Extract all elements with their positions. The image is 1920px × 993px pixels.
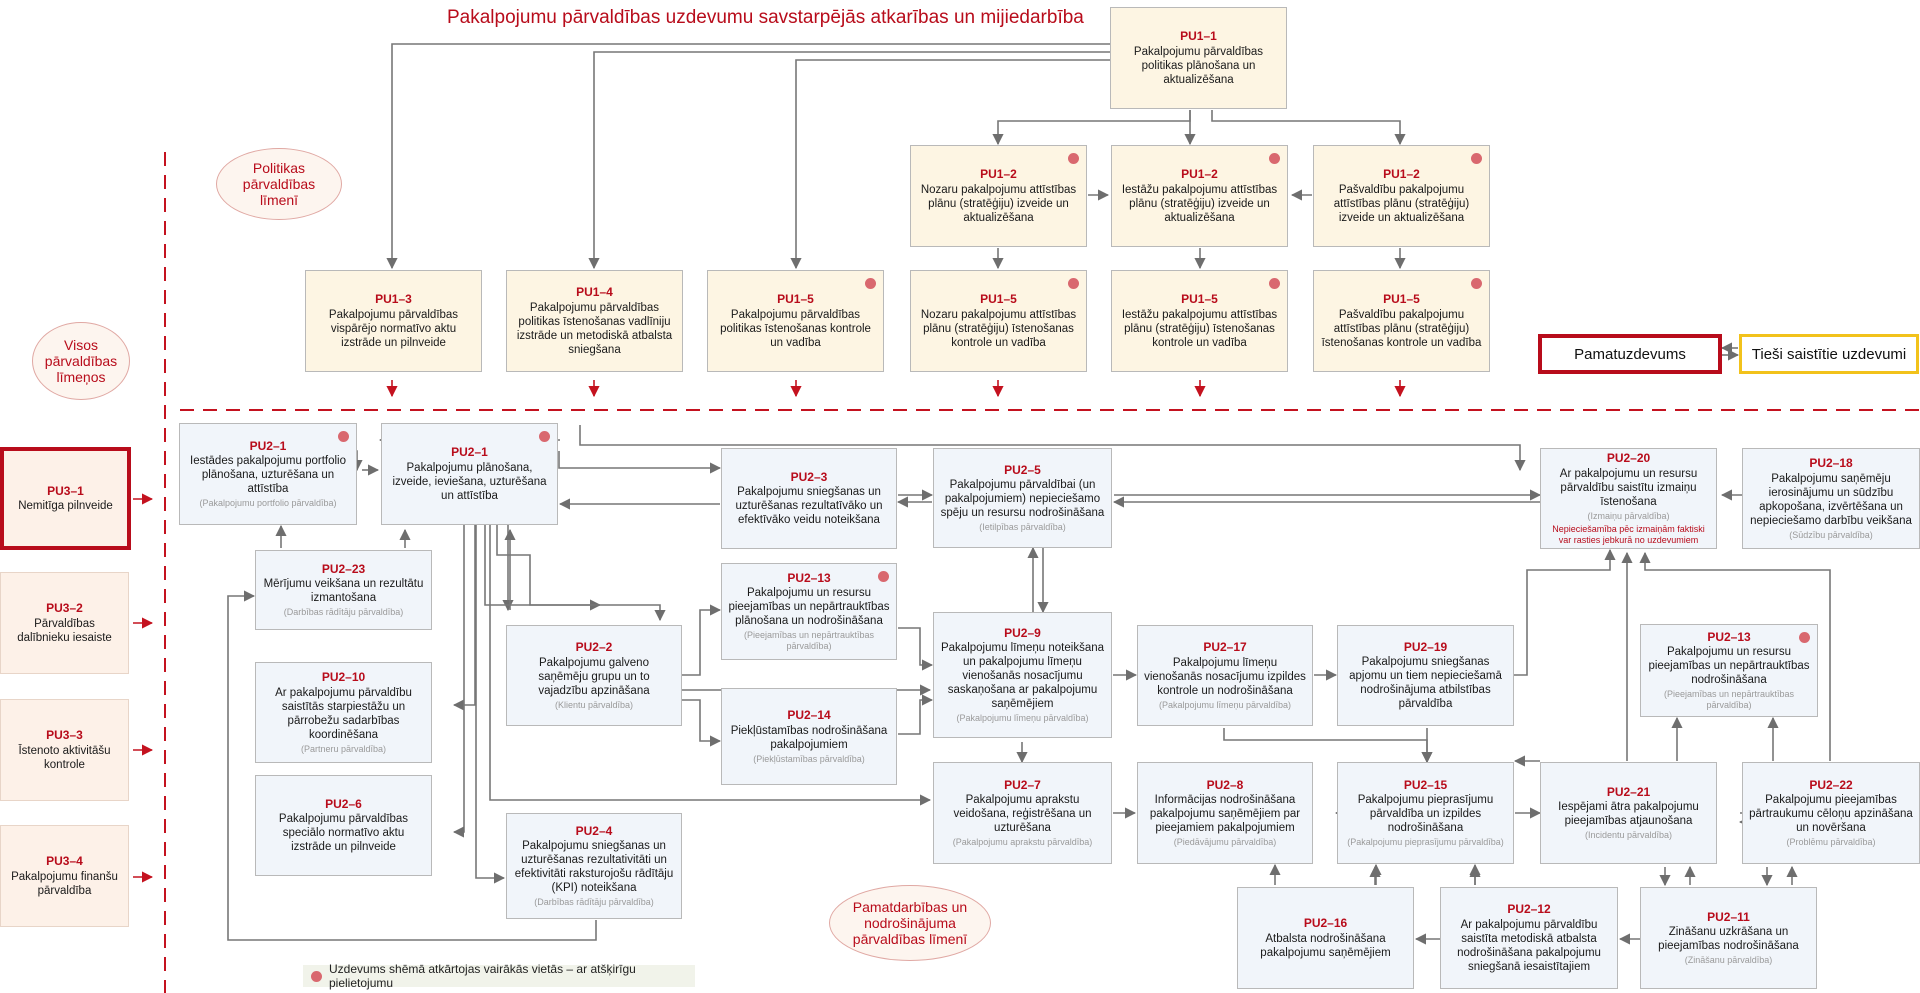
repeat-dot-icon: [878, 571, 889, 582]
repeat-dot-icon: [865, 278, 876, 289]
repeat-dot-icon: [1269, 153, 1280, 164]
repeat-legend: Uzdevums shēmā atkārtojas vairākās vietā…: [303, 962, 695, 990]
repeat-dot-icon: [539, 431, 550, 442]
level-core-label: Pamatdarbības un nodrošinājuma pārvaldīb…: [829, 885, 991, 961]
legend-main-task: Pamatuzdevums: [1538, 334, 1722, 374]
repeat-dot-icon: [1068, 153, 1079, 164]
level-all-label: Visos pārvaldības līmeņos: [32, 322, 130, 400]
page-title: Pakalpojumu pārvaldības uzdevumu savstar…: [447, 7, 1084, 28]
level-policy-label: Politikas pārvaldības līmenī: [216, 148, 342, 220]
repeat-dot-icon: [1471, 153, 1482, 164]
repeat-dot-icon: [1799, 632, 1810, 643]
repeat-dot-icon: [1269, 278, 1280, 289]
repeat-dot-icon: [1068, 278, 1079, 289]
repeat-dot-icon: [1471, 278, 1482, 289]
legend-related-tasks: Tieši saistītie uzdevumi: [1739, 334, 1919, 374]
repeat-dot-icon: [338, 431, 349, 442]
repeat-dot-icon: [311, 970, 322, 982]
